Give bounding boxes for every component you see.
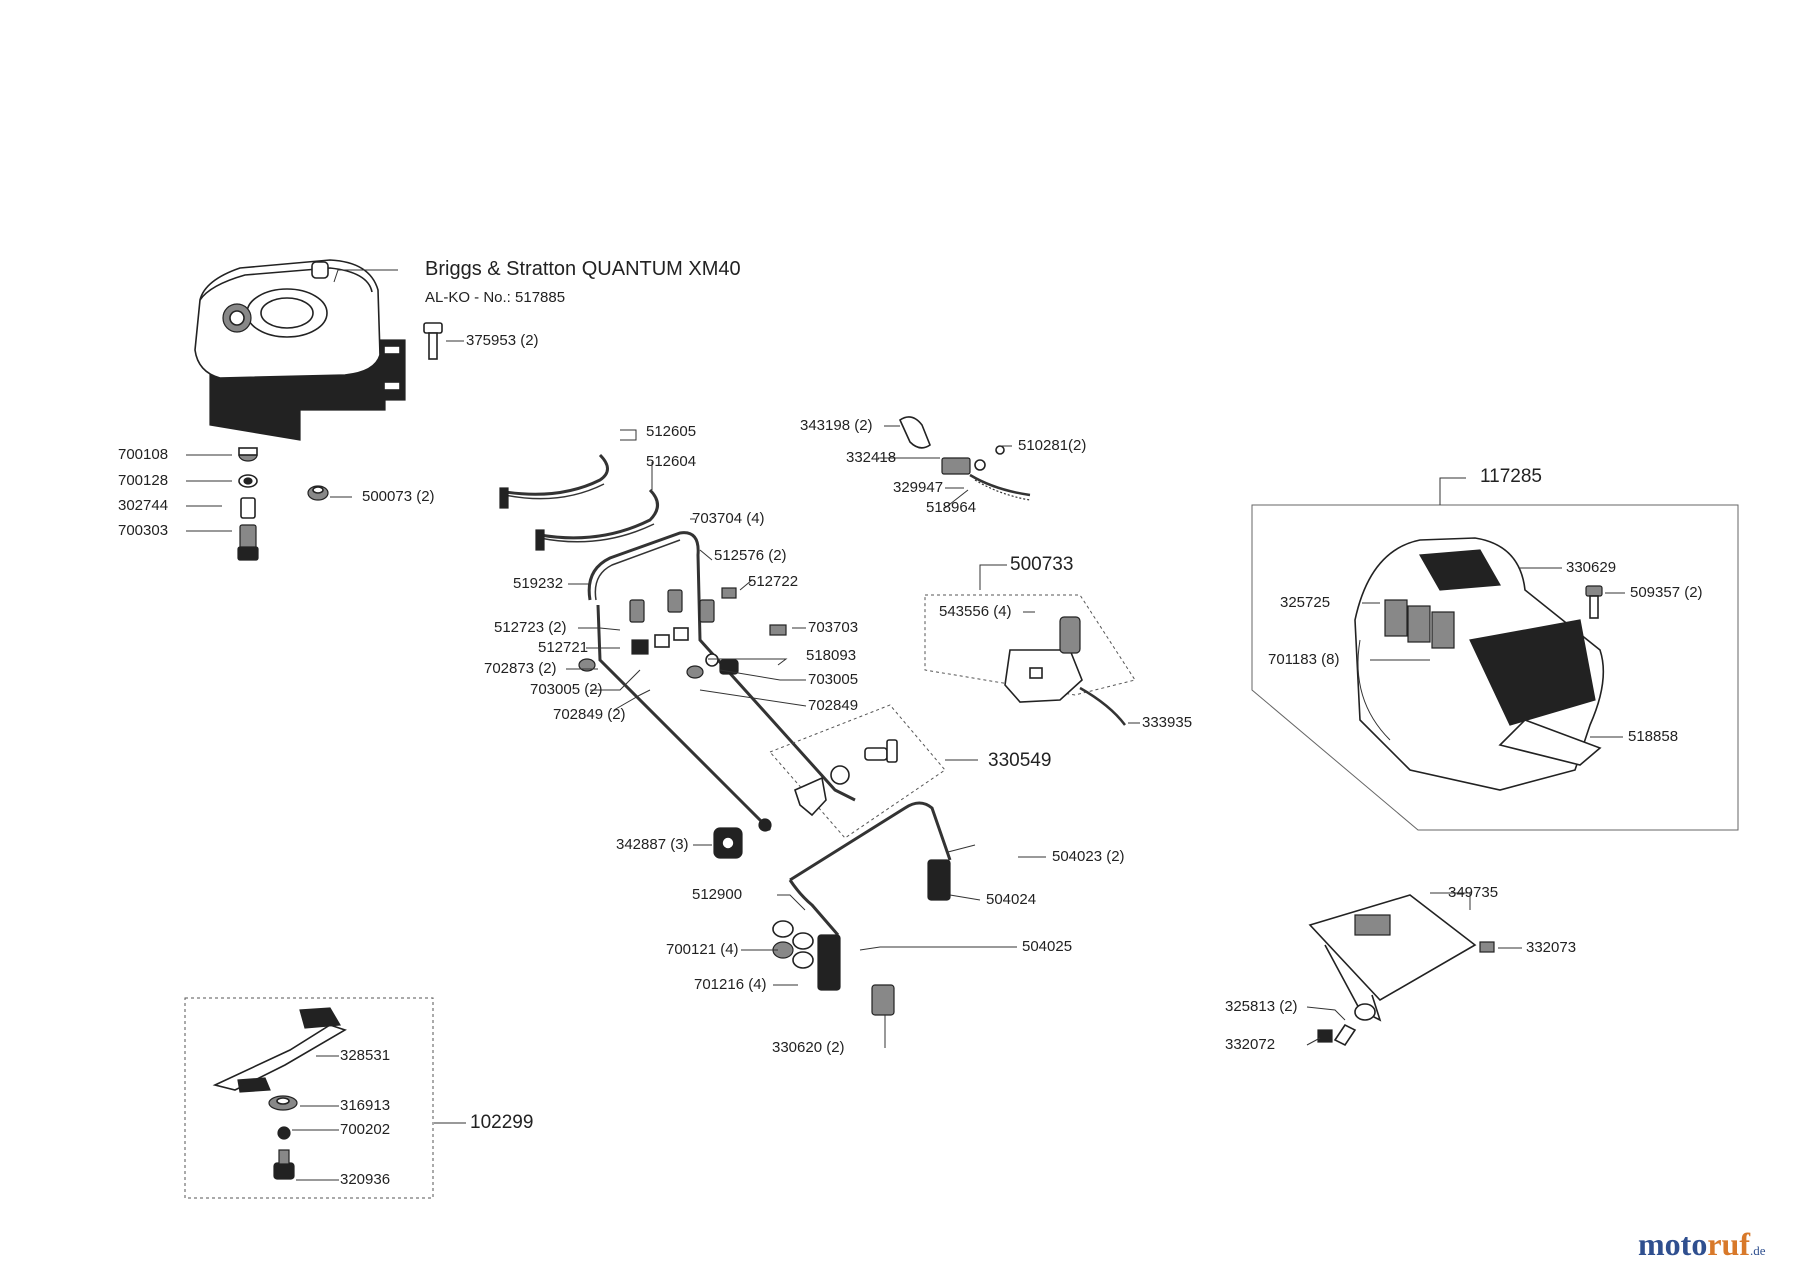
part-label: 700202 bbox=[340, 1121, 391, 1138]
part-label: 701216 (4) bbox=[694, 976, 767, 993]
part-label: 518858 bbox=[1628, 728, 1679, 745]
part-label: 700108 bbox=[118, 446, 169, 463]
part-label: 349735 bbox=[1448, 884, 1499, 901]
part-label: 333935 bbox=[1142, 714, 1193, 731]
part-label: 512722 bbox=[748, 573, 799, 590]
grass-catcher-drawing bbox=[1251, 504, 1739, 831]
part-label: 512900 bbox=[692, 886, 743, 903]
part-label: 703005 (2) bbox=[530, 681, 603, 698]
engine-drawing bbox=[194, 259, 406, 441]
part-label: 332418 bbox=[846, 449, 897, 466]
part-label: 500073 (2) bbox=[362, 488, 435, 505]
engine-subtitle: AL-KO - No.: 517885 bbox=[425, 289, 566, 306]
part-label: 302744 bbox=[118, 497, 169, 514]
part-label: 509357 (2) bbox=[1630, 584, 1703, 601]
part-label: 702873 (2) bbox=[484, 660, 557, 677]
bolt-375953-drawing bbox=[423, 322, 443, 360]
logo-suffix: .de bbox=[1749, 1243, 1766, 1258]
part-label: 316913 bbox=[340, 1097, 391, 1114]
part-label: 519232 bbox=[513, 575, 564, 592]
part-label: 702849 bbox=[808, 697, 859, 714]
part-label: 332073 bbox=[1526, 939, 1577, 956]
part-label: 102299 bbox=[470, 1112, 534, 1133]
upper-handle-drawing bbox=[578, 531, 856, 832]
part-label: 512721 bbox=[538, 639, 589, 656]
part-label: 332072 bbox=[1225, 1036, 1276, 1053]
part-label: 117285 bbox=[1480, 466, 1542, 487]
part-label: 330620 (2) bbox=[772, 1039, 845, 1056]
part-label: 700121 (4) bbox=[666, 941, 739, 958]
part-label: 510281(2) bbox=[1018, 437, 1087, 454]
part-label: 325725 bbox=[1280, 594, 1331, 611]
site-logo[interactable]: motoruf.de bbox=[1638, 1226, 1766, 1263]
part-label: 518964 bbox=[926, 499, 977, 516]
part-label: 504025 bbox=[1022, 938, 1073, 955]
small-parts-left-drawing bbox=[237, 447, 329, 561]
cable-guides-drawing bbox=[499, 453, 659, 551]
engine-title: Briggs & Stratton QUANTUM XM40 bbox=[425, 258, 741, 280]
leader-lines bbox=[186, 269, 1625, 1181]
part-label: 342887 (3) bbox=[616, 836, 689, 853]
knob-342887-drawing bbox=[713, 827, 743, 859]
throttle-cable-drawing bbox=[898, 416, 1031, 501]
330549-assembly-drawing bbox=[769, 704, 946, 839]
part-label: 500733 bbox=[1010, 554, 1074, 575]
part-label: 518093 bbox=[806, 647, 857, 664]
part-label: 700128 bbox=[118, 472, 169, 489]
part-label: 512605 bbox=[646, 423, 697, 440]
part-label: 703703 bbox=[808, 619, 859, 636]
screw-509357-drawing bbox=[1585, 585, 1603, 619]
part-label: 701183 (8) bbox=[1268, 651, 1340, 668]
part-label: 325813 (2) bbox=[1225, 998, 1298, 1015]
part-label: 512723 (2) bbox=[494, 619, 567, 636]
logo-text: moto bbox=[1638, 1226, 1708, 1262]
discharge-flap-drawing bbox=[1308, 894, 1495, 1047]
part-label: 512604 bbox=[646, 453, 697, 470]
part-label: 702849 (2) bbox=[553, 706, 626, 723]
part-label: 512576 (2) bbox=[714, 547, 787, 564]
blade-group-drawing bbox=[184, 997, 434, 1199]
part-label: 375953 (2) bbox=[466, 332, 539, 349]
part-label: 343198 (2) bbox=[800, 417, 873, 434]
part-label: 700303 bbox=[118, 522, 169, 539]
500733-assembly-drawing bbox=[924, 594, 1136, 726]
part-label: 328531 bbox=[340, 1047, 391, 1064]
part-label: 703005 bbox=[808, 671, 859, 688]
part-label: 329947 bbox=[893, 479, 944, 496]
part-label: 330629 bbox=[1566, 559, 1617, 576]
part-label: 543556 (4) bbox=[939, 603, 1012, 620]
part-label: 504023 (2) bbox=[1052, 848, 1125, 865]
logo-text-accent: ruf bbox=[1707, 1226, 1750, 1262]
lower-handle-drawing bbox=[772, 801, 976, 1016]
part-label: 504024 bbox=[986, 891, 1037, 908]
part-label: 320936 bbox=[340, 1171, 391, 1188]
part-label: 703704 (4) bbox=[692, 510, 765, 527]
part-label: 330549 bbox=[988, 750, 1052, 771]
